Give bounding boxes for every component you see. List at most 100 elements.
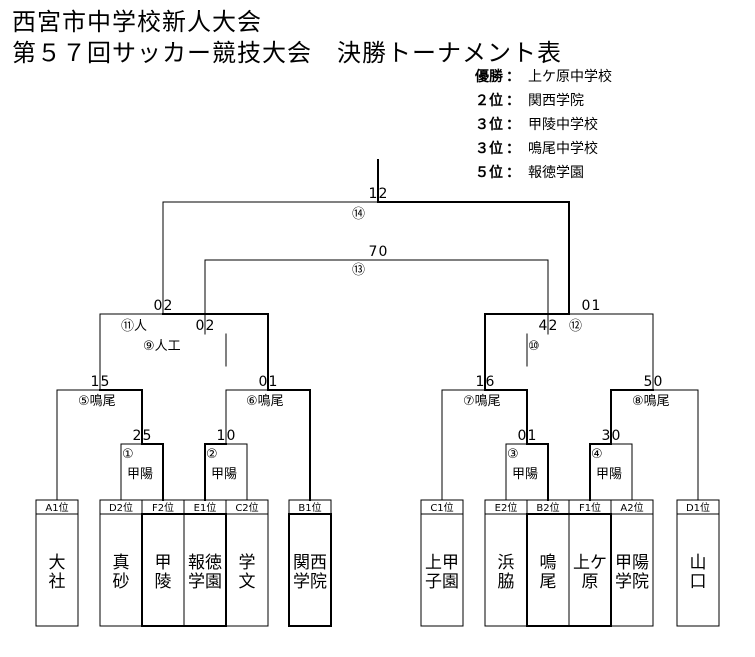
match-9-score-left: 0 [196,318,205,334]
team-name-a1-l2: 社 [49,572,66,592]
match-8-score-right: 0 [654,374,663,390]
match-4-score-left: 3 [602,428,611,444]
match-1-venue: 甲陽 [127,467,153,482]
result-school-3b: 鳴尾中学校 [528,141,598,157]
match-11-label: ⑪人 [121,319,147,334]
seed-label-a2: A2位 [620,501,643,514]
team-name-c2-l2: 文 [239,572,256,592]
seed-label-b1: B1位 [298,501,321,514]
match-2-venue: 甲陽 [211,467,237,482]
match-14-score-left: 1 [369,186,378,202]
match-7-score-left: 1 [476,374,485,390]
seed-label-e1: E1位 [194,501,217,514]
team-name-f1-l1: 上ケ [573,553,607,573]
seed-label-f1: F1位 [579,501,601,514]
seed-label-c1: C1位 [430,501,453,514]
result-school-1: 上ケ原中学校 [528,69,612,85]
team-name-b2-l2: 尾 [540,572,557,592]
team-name-a1-l1: 大 [49,553,66,573]
team-name-b1-l1: 関西 [293,553,327,573]
match-14-label: ⑭ [352,207,365,222]
match-8-score-left: 5 [644,374,653,390]
seed-label-e2: E2位 [495,501,518,514]
seed-label-f2: F2位 [152,501,174,514]
team-name-f2-l2: 陵 [155,572,172,592]
team-name-a2-l1: 甲陽 [615,553,649,573]
bracket-m14-win [377,201,570,315]
match-5-label: ⑤鳴尾 [78,394,116,409]
match-11-score-left: 0 [154,298,163,314]
seed-label-d2: D2位 [109,501,133,514]
match-1-score-right: 5 [143,428,152,444]
team-name-e1-l1: 報徳 [188,553,222,573]
team-group-d2-c2 [99,499,269,627]
bracket-m12-win [484,313,570,391]
match-3-score-left: 0 [518,428,527,444]
match-12-label: ⑫ [569,319,582,334]
match-1-label: ① [122,447,134,462]
match-10-score-right: 2 [549,318,558,334]
team-name-f1-l2: 原 [582,572,599,592]
match-12-score-left: 0 [582,298,591,314]
seed-label-c2: C2位 [235,501,258,514]
team-group-e2-a2 [484,499,654,627]
scores: 2 5 1 0 0 1 3 0 1 5 0 1 1 6 5 0 0 2 4 2 … [91,186,663,444]
bracket-m8-win [610,389,654,445]
result-colon-1: ： [506,69,520,85]
result-rank-1: 優勝 [475,69,503,85]
result-rank-5: ５位 [475,165,503,181]
page-title-line2: 第５７回サッカー競技大会 決勝トーナメント表 [12,39,562,67]
seed-label-d1: D1位 [686,501,710,514]
match-2-score-left: 1 [217,428,226,444]
match-8-label: ⑧鳴尾 [632,394,670,409]
team-name-d2-l2: 砂 [113,572,130,592]
match-2-label: ② [206,447,218,462]
match-10-score-left: 4 [539,318,548,334]
match-labels: ① 甲陽 ② 甲陽 ③ 甲陽 ④ 甲陽 ⑤鳴尾 ⑥鳴尾 ⑦鳴尾 ⑧鳴尾 ⑨人工 … [78,207,670,482]
result-colon-5: ： [506,165,520,181]
match-9-score-right: 2 [206,318,215,334]
match-7-score-right: 6 [486,374,495,390]
team-name-c1-l1: 上甲 [425,553,459,573]
match-10-label: ⑩ [528,339,540,354]
result-colon-3a: ： [506,117,520,133]
bracket-m7-win [484,389,528,445]
bracket-m13 [204,259,549,335]
match-3-venue: 甲陽 [512,467,538,482]
match-13-label: ⑬ [352,263,365,278]
result-school-5: 報徳学園 [528,165,584,181]
result-rank-2: ２位 [475,93,503,109]
match-13-score-left: 7 [369,244,378,260]
team-name-f2-l1: 甲 [155,553,172,573]
match-4-venue: 甲陽 [596,467,622,482]
result-rank-3b: ３位 [475,141,503,157]
team-name-e2-l1: 浜 [498,553,515,573]
match-2-score-right: 0 [227,428,236,444]
match-7-label: ⑦鳴尾 [463,394,501,409]
match-6-score-right: 1 [269,374,278,390]
match-5-score-left: 1 [91,374,100,390]
team-name-d1-l2: 口 [690,572,707,592]
team-name-a2-l2: 学院 [615,572,649,592]
result-school-3a: 甲陵中学校 [528,117,598,133]
bracket-lines [56,159,699,501]
page-title-line1: 西宮市中学校新人大会 [12,8,262,36]
team-name-d2-l1: 真 [113,553,130,573]
match-12-score-right: 1 [592,298,601,314]
bracket-m5-win [99,389,143,445]
match-3-label: ③ [507,447,519,462]
bracket-m14 [162,201,570,315]
match-14-score-right: 2 [379,186,388,202]
match-11-score-right: 2 [164,298,173,314]
match-3-score-right: 1 [528,428,537,444]
match-9-label: ⑨人工 [143,339,181,354]
team-name-e2-l2: 脇 [498,572,515,592]
team-name-c1-l2: 子園 [425,572,459,592]
seed-label-a1: A1位 [45,501,68,514]
result-rank-3a: ３位 [475,117,503,133]
seed-labels: A1位 D2位 F2位 E1位 C2位 B1位 C1位 E2位 B2位 F1位 … [45,501,710,514]
team-names: 大 社 真 砂 甲 陵 報徳 学園 学 文 関西 学院 上甲 子園 浜 脇 鳴 … [49,553,707,592]
team-name-e1-l2: 学園 [188,572,222,592]
match-1-score-left: 2 [133,428,142,444]
